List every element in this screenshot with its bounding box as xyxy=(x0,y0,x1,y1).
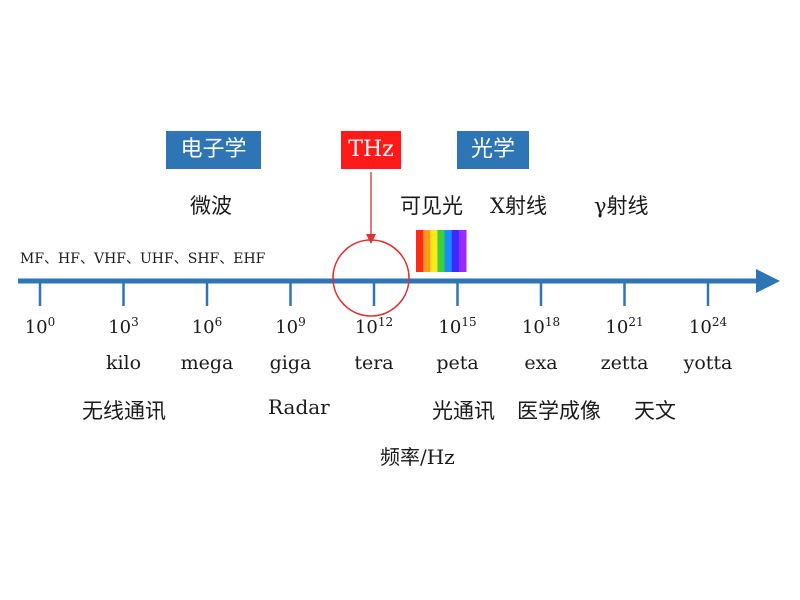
tick-base: 10 xyxy=(438,317,462,338)
tick-prefix: giga xyxy=(269,352,312,374)
thz-label: THz xyxy=(348,137,394,162)
gamma-ray-label: γ射线 xyxy=(594,194,649,218)
tick-exponent: 21 xyxy=(628,315,644,329)
optical-comm-label: 光通讯 xyxy=(432,399,495,423)
tick-label: 109 xyxy=(231,315,351,338)
tick-base: 10 xyxy=(108,317,132,338)
tick-exponent: 9 xyxy=(298,315,306,329)
tick-base: 10 xyxy=(688,317,712,338)
tick-base: 10 xyxy=(521,317,545,338)
tick-prefix: yotta xyxy=(683,352,733,374)
tick-prefix: peta xyxy=(436,352,479,374)
tick-label: 1021 xyxy=(565,315,685,338)
tick-exponent: 24 xyxy=(711,315,728,329)
tick-label: 100 xyxy=(0,315,100,338)
tick-exponent: 18 xyxy=(544,315,561,329)
medical-imaging-label: 医学成像 xyxy=(517,399,601,423)
tick-label: 1015 xyxy=(398,315,518,338)
tick-prefix: exa xyxy=(524,352,558,374)
spectrum-band xyxy=(437,230,446,272)
thz-box: THz xyxy=(341,131,401,169)
thz-highlight-circle xyxy=(332,239,410,317)
tick-base: 10 xyxy=(24,317,48,338)
tick-base: 10 xyxy=(354,317,378,338)
tick-label: 1018 xyxy=(481,315,601,338)
tick-label: 103 xyxy=(64,315,184,338)
electronics-label: 电子学 xyxy=(180,137,247,162)
tick-marks xyxy=(38,281,710,306)
wireless-comm-label: 无线通讯 xyxy=(82,399,166,423)
tick-prefix: kilo xyxy=(105,352,142,374)
xray-label: X射线 xyxy=(490,194,547,218)
tick-base: 10 xyxy=(275,317,299,338)
band-list: MF、HF、VHF、UHF、SHF、EHF xyxy=(20,251,266,267)
tick-base: 10 xyxy=(191,317,215,338)
tick-label: 106 xyxy=(147,315,267,338)
thz-pointer-arrowhead xyxy=(366,234,376,244)
tick-exponent: 6 xyxy=(214,315,223,329)
axis-label: 频率/Hz xyxy=(380,445,455,469)
spectrum-band xyxy=(423,230,431,272)
tick-label: 1024 xyxy=(648,315,768,338)
spectrum-band xyxy=(444,230,453,272)
electronics-box: 电子学 xyxy=(166,131,261,169)
optics-box: 光学 xyxy=(457,131,529,169)
astronomy-label: 天文 xyxy=(634,399,676,423)
tick-prefix: tera xyxy=(354,352,394,374)
spectrum-band xyxy=(416,230,424,272)
tick-prefix: zetta xyxy=(600,352,649,374)
visible-spectrum-strip xyxy=(416,230,467,272)
spectrum-band xyxy=(458,230,467,272)
tick-prefix: mega xyxy=(180,352,234,374)
tick-label: 1012 xyxy=(314,315,434,338)
tick-exponent: 3 xyxy=(131,315,139,329)
tick-base: 10 xyxy=(605,317,629,338)
spectrum-band xyxy=(451,230,460,272)
tick-exponent: 15 xyxy=(461,315,477,329)
spectrum-band xyxy=(430,230,438,272)
optics-label: 光学 xyxy=(470,137,515,162)
tick-exponent: 0 xyxy=(47,315,56,329)
radar-label: Radar xyxy=(268,395,330,419)
microwave-label: 微波 xyxy=(190,194,232,218)
tick-exponent: 12 xyxy=(377,315,394,329)
axis-arrowhead xyxy=(756,269,780,293)
visible-light-label: 可见光 xyxy=(400,194,463,218)
